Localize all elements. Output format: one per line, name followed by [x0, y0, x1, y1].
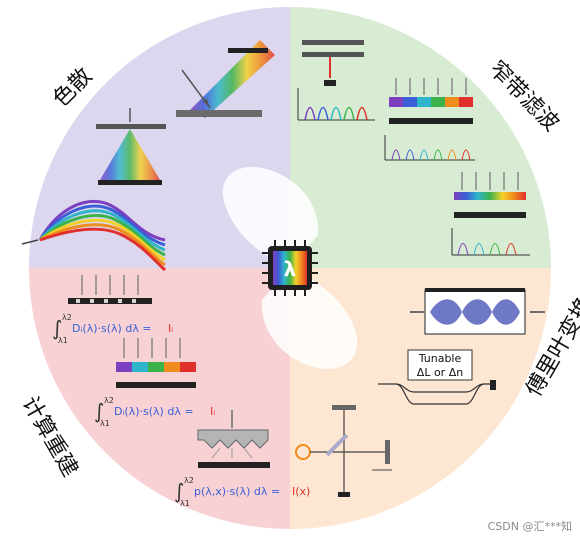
eq2-rhs: Iᵢ	[210, 405, 215, 418]
detector-array-mid	[98, 180, 162, 185]
eq3-body: p(λ,x)·s(λ) dλ =	[194, 485, 280, 498]
eq3-lower: λ1	[180, 499, 190, 508]
dispersion-grating-top	[176, 40, 275, 118]
eq2-lower: λ1	[100, 419, 110, 428]
grating-mid	[96, 124, 166, 129]
eq1-upper: λ2	[62, 313, 72, 322]
chip-lambda: λ	[284, 257, 297, 281]
tunable-label-1: Tunable	[418, 352, 462, 365]
fourier-michelson	[295, 405, 392, 497]
eq1-lower: λ1	[58, 336, 68, 345]
comp-detector-3	[198, 462, 270, 468]
fourier-detector	[338, 492, 350, 497]
beam-splitter	[325, 433, 349, 457]
chip-pins	[262, 240, 318, 296]
eq2-body: Dᵢ(λ)·s(λ) dλ =	[114, 405, 194, 418]
dispersion-grating-mid	[96, 108, 166, 185]
mirror-top	[332, 405, 356, 410]
tunable-box	[407, 349, 473, 381]
dispersion-fan-top	[190, 40, 275, 118]
eq1-rhs: Iᵢ	[168, 322, 173, 335]
nb-waveguide-bottom	[302, 52, 364, 57]
fourier-fringe	[430, 299, 520, 325]
dispersion-fan-mid	[100, 129, 160, 180]
swirl-dispersion	[28, 166, 290, 268]
tunable-label-2: ΔL or Δn	[417, 366, 463, 379]
dispersion-waveguide	[21, 199, 167, 272]
disk-outline	[27, 5, 553, 531]
svg-text:∫: ∫	[174, 479, 184, 503]
nb-gradient-detector	[454, 212, 526, 218]
comp-section-3: ∫ λ2 λ1 p(λ,x)·s(λ) dλ = I(x)	[174, 410, 310, 508]
narrowband-gradient-filter	[451, 172, 530, 256]
detector-array-top	[228, 48, 268, 53]
nb-detector	[324, 80, 336, 86]
comp-detector-2	[116, 382, 196, 388]
eq2-upper: λ2	[104, 396, 114, 405]
scattering-medium	[197, 429, 269, 449]
center-chip: λ	[262, 240, 318, 296]
narrowband-filter-array	[384, 78, 475, 161]
svg-text:∫: ∫	[94, 399, 104, 423]
fourier-mzi: Tunable ΔL or Δn	[378, 349, 496, 405]
svg-text:∫: ∫	[52, 316, 62, 340]
grating-top	[176, 110, 262, 117]
mirror-right	[385, 440, 390, 464]
watermark: CSDN @汇***知	[487, 520, 572, 533]
fourier-interference	[410, 288, 545, 335]
comp-detector-1	[68, 298, 152, 304]
comp-section-1: ∫ λ2 λ1 Dᵢ(λ)·s(λ) dλ = Iᵢ	[52, 275, 173, 345]
narrowband-top	[297, 40, 375, 121]
eq3-rhs: I(x)	[292, 485, 310, 498]
comp-section-2: ∫ λ2 λ1 Dᵢ(λ)·s(λ) dλ = Iᵢ	[94, 338, 215, 428]
nb-detector-array	[389, 118, 473, 124]
nb-waveguide-top	[302, 40, 364, 45]
eq3-upper: λ2	[184, 476, 194, 485]
chip-rainbow	[273, 251, 307, 285]
eq1-body: Dᵢ(λ)·s(λ) dλ =	[72, 322, 152, 335]
